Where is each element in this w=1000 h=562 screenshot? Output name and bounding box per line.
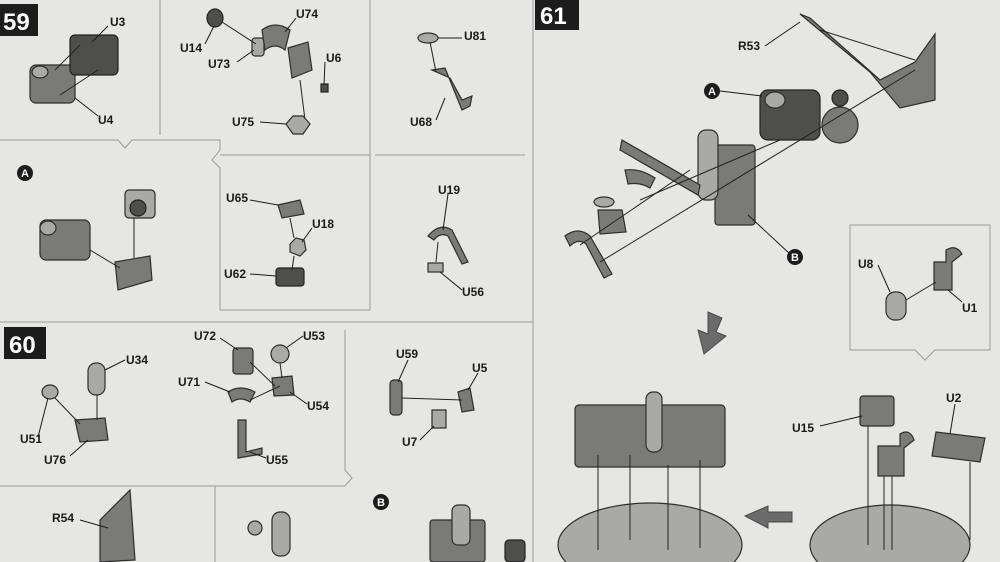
step-61-number: 61 (540, 3, 567, 30)
label-u56: U56 (462, 285, 484, 299)
label-u34: U34 (126, 353, 148, 367)
label-u53: U53 (303, 329, 325, 343)
part-labels: U3 U4 U14 U73 U74 U6 U75 U81 U68 U65 U18… (20, 7, 978, 525)
step-61-callout-b: B (787, 249, 803, 265)
label-u73: U73 (208, 57, 230, 71)
label-u5: U5 (472, 361, 488, 375)
step-59-badge: 59 (0, 4, 38, 36)
callout-b: B (791, 252, 799, 264)
label-u62: U62 (224, 267, 246, 281)
label-u76: U76 (44, 453, 66, 467)
step-60-badge: 60 (4, 327, 46, 359)
label-u18: U18 (312, 217, 334, 231)
label-u68: U68 (410, 115, 432, 129)
step-61-sub-u8-u1 (885, 247, 963, 321)
step-60-parts (41, 344, 475, 459)
label-u6: U6 (326, 51, 342, 65)
label-u1: U1 (962, 301, 978, 315)
label-u4: U4 (98, 113, 114, 127)
step-60-subassembly-b: B (99, 488, 526, 562)
label-u59: U59 (396, 347, 418, 361)
step-61-main-assembly (564, 13, 936, 279)
label-u75: U75 (232, 115, 254, 129)
label-u7: U7 (402, 435, 418, 449)
left-arrow-icon (743, 505, 793, 529)
label-u2: U2 (946, 391, 962, 405)
label-u71: U71 (178, 375, 200, 389)
callout-a: A (708, 86, 716, 98)
callout-b: B (377, 497, 385, 509)
label-u14: U14 (180, 41, 202, 55)
step-59-subassembly-a: A (17, 165, 156, 291)
label-u74: U74 (296, 7, 318, 21)
step-61-lower-stage (557, 391, 986, 562)
label-u65: U65 (226, 191, 248, 205)
label-r53: R53 (738, 39, 760, 53)
leader-lines (37, 17, 963, 529)
label-u72: U72 (194, 329, 216, 343)
label-u81: U81 (464, 29, 486, 43)
step-61-badge: 61 (535, 0, 579, 30)
label-u55: U55 (266, 453, 288, 467)
step-59-number: 59 (3, 9, 30, 36)
step-59-sub-u65 (275, 199, 307, 287)
label-u3: U3 (110, 15, 126, 29)
step-61-callout-a: A (704, 83, 720, 99)
step-59-sub-u19 (427, 226, 469, 273)
label-r54: R54 (52, 511, 74, 525)
label-u54: U54 (307, 399, 329, 413)
step-60-number: 60 (9, 332, 36, 359)
step-59-parts (29, 8, 473, 135)
label-u19: U19 (438, 183, 460, 197)
label-u15: U15 (792, 421, 814, 435)
label-u8: U8 (858, 257, 874, 271)
callout-a: A (21, 168, 29, 180)
label-u51: U51 (20, 432, 42, 446)
down-arrow-icon (697, 311, 727, 355)
